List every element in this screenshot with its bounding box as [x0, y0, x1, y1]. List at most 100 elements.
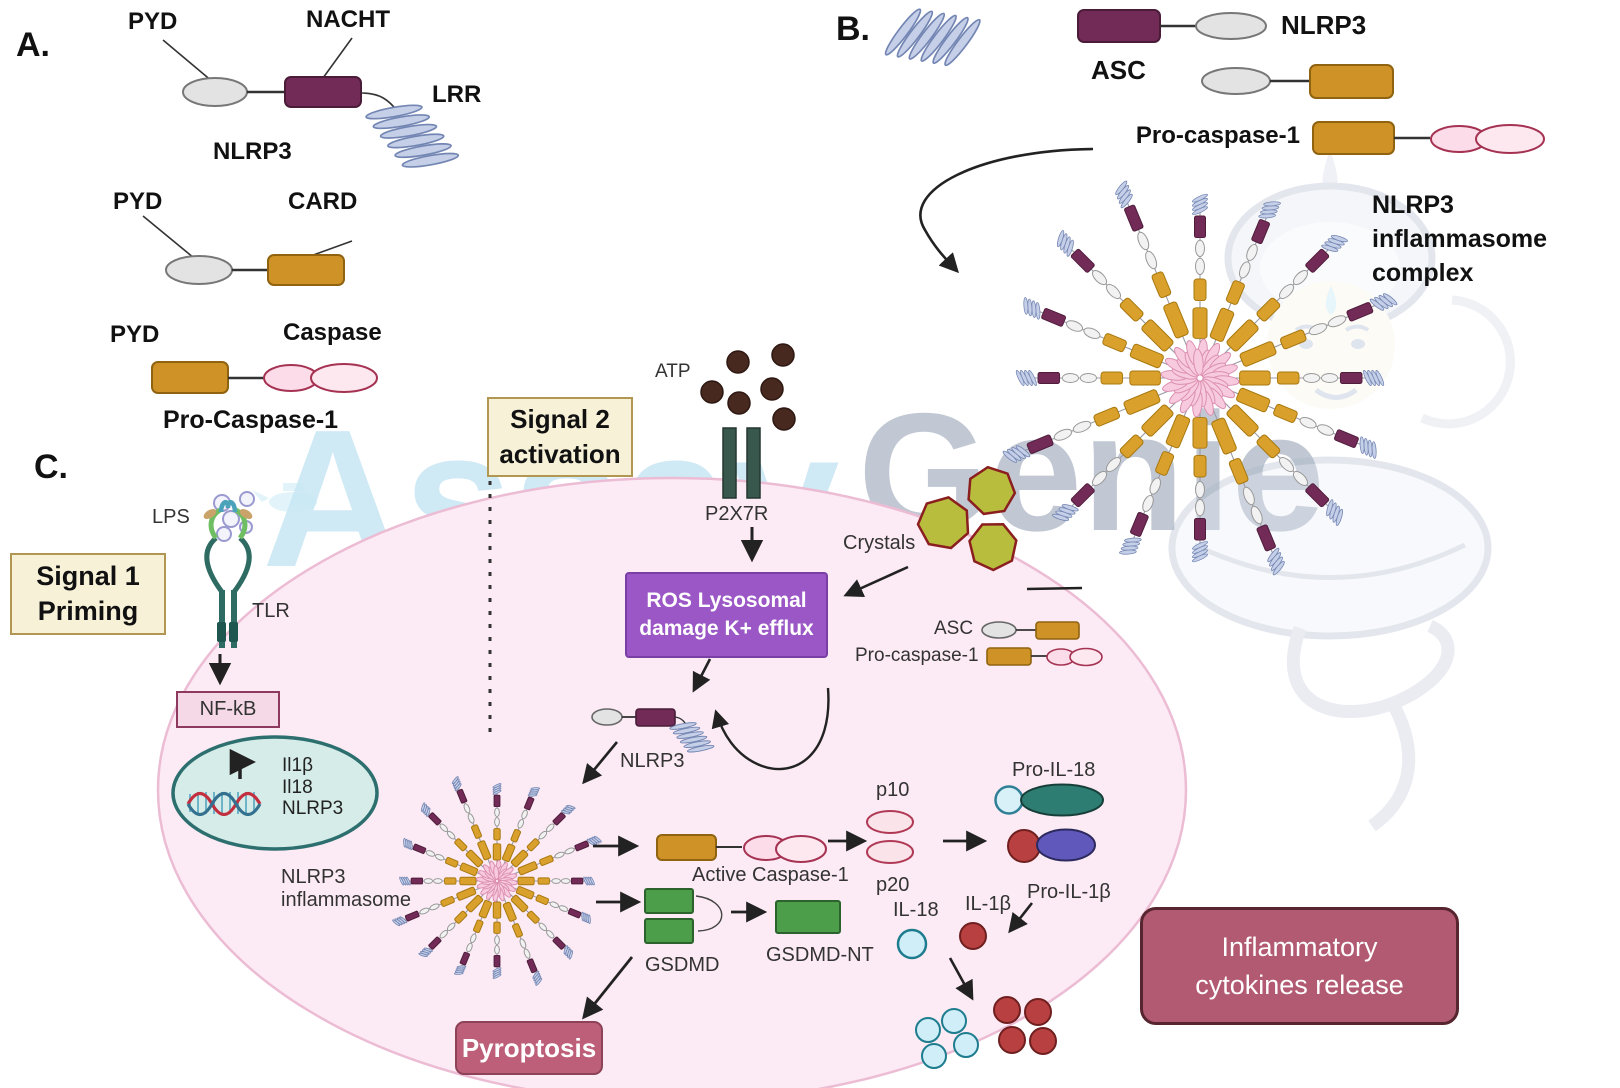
nlrp3-label: NLRP3: [620, 750, 685, 772]
pro-il18-label: Pro-IL-18: [1012, 759, 1096, 781]
inflammasome-line1: NLRP3: [281, 866, 346, 888]
p2x7r-label: P2X7R: [705, 503, 769, 525]
dna-helix-icon: [186, 791, 262, 817]
card-domain-icon: [151, 361, 229, 394]
p20-subunit-icon: [866, 840, 914, 864]
p10-subunit-icon: [866, 810, 914, 834]
nlrp3-label: NLRP3: [1281, 10, 1367, 40]
cytokines-line1: Inflammatory: [1221, 932, 1378, 962]
p10-label: p10: [876, 779, 910, 801]
il1b-label: IL-1β: [965, 893, 1011, 915]
ros-lysosomal-box: ROS Lysosomal damage K+ efflux: [625, 572, 828, 658]
lrr-coil-icon: [884, 8, 981, 67]
components-recruitment-curved-arrow: [711, 687, 830, 771]
pro-caspase1-label: Pro-caspase-1: [855, 645, 979, 666]
complex-line2: inflammasome: [1372, 225, 1548, 253]
gene-list: Il1β Il18 NLRP3: [282, 755, 343, 820]
il18-molecule-icon: [896, 928, 928, 960]
cytokines-line2: cytokines release: [1195, 970, 1404, 1000]
panel-b-label: B.: [836, 10, 870, 48]
nacht-domain-icon: [284, 76, 362, 108]
procaspase1-domain-structure: [151, 361, 378, 394]
nlrp3-inflammasome-complex-star: [1002, 180, 1398, 576]
nlrp3-domain-structure: [162, 37, 460, 168]
pro-il1b-label: Pro-IL-1β: [1027, 881, 1111, 903]
asc-domain-structure: [142, 215, 353, 286]
nlrp3-monomer-molecule: [591, 708, 715, 753]
gsdmd-label: GSDMD: [645, 954, 720, 976]
lrr-coil-icon: [669, 722, 715, 753]
pro-caspase1-label: Pro-Caspase-1: [163, 406, 339, 434]
nlrp3-gene-label: NLRP3: [282, 798, 344, 819]
nfkb-box: NF-kB: [176, 691, 280, 728]
signal1-line1: Signal 1: [36, 561, 140, 591]
panelb-procaspase1-molecule: [1312, 121, 1545, 155]
asc-small-molecule: [981, 621, 1080, 640]
nacht-label: NACHT: [306, 6, 390, 33]
panel-a-label: A.: [16, 26, 50, 64]
crystals-label: Crystals: [843, 532, 916, 554]
pro-il1b-molecule: [1007, 828, 1096, 863]
caspase-domain-icon: [310, 363, 378, 393]
pyd-domain-icon: [165, 255, 233, 285]
cytokine-release-arrow: [948, 957, 974, 1001]
complex-line1: NLRP3: [1372, 191, 1454, 219]
il18-label: IL-18: [893, 899, 939, 921]
p2x7r-receptor-icon: [722, 427, 761, 499]
active-caspase1-molecule: [656, 834, 827, 863]
procaspase1-small-molecule: [986, 647, 1103, 667]
crystals-to-ros-arrow: [843, 565, 909, 598]
caspase-domain-icon: [263, 364, 319, 392]
caspase-label: Caspase: [283, 319, 382, 346]
signal1-line2: Priming: [37, 596, 139, 626]
nlrp3-inflammasome-star: [392, 776, 602, 986]
tlr-receptor-icon: [203, 499, 253, 648]
pyd-label: PYD: [110, 321, 160, 348]
atp-label: ATP: [655, 361, 691, 382]
pyroptosis-box: Pyroptosis: [455, 1021, 603, 1075]
panelb-asc-molecule: [1201, 64, 1394, 99]
genie-lamp-icon: [252, 483, 317, 512]
gsdmd-molecule: [644, 888, 723, 944]
panel-c-label: C.: [34, 448, 68, 486]
transcription-arrow-icon: [229, 748, 256, 779]
p20-label: p20: [876, 874, 910, 896]
pyroptosis-arrow: [582, 956, 634, 1020]
il18-released-cluster: [915, 1008, 979, 1069]
ros-line2: damage K+ efflux: [639, 617, 814, 640]
il18-gene-label: Il18: [282, 776, 313, 798]
il1b-gene-label: Il1β: [282, 755, 313, 776]
signal2-line2: activation: [499, 439, 621, 469]
inflammasome-complex-label: NLRP3 inflammasome complex: [1372, 188, 1547, 290]
pyd-label: PYD: [113, 188, 163, 215]
active-caspase1-label: Active Caspase-1: [692, 864, 849, 886]
assembly-curved-arrow: [919, 147, 1094, 274]
il1b-molecule-icon: [959, 922, 987, 950]
complex-line3: complex: [1372, 259, 1474, 287]
card-label: CARD: [288, 188, 358, 215]
pyd-label: PYD: [128, 8, 178, 35]
il1b-released-cluster: [993, 996, 1057, 1055]
pyd-domain-icon: [182, 77, 248, 107]
gsdmd-nt-molecule: [775, 900, 841, 934]
atp-molecules-icon: [700, 343, 796, 431]
signal2-line1: Signal 2: [510, 404, 610, 434]
ros-to-nlrp3-arrow: [692, 658, 712, 693]
nlrp3-to-inflammasome-arrow: [582, 741, 619, 785]
tlr-label: TLR: [252, 600, 290, 622]
lrr-coil-icon: [365, 104, 460, 168]
asc-label: ASC: [1091, 55, 1146, 85]
asc-label: ASC: [934, 618, 974, 639]
inflammatory-cytokines-box: Inflammatory cytokines release: [1140, 907, 1459, 1025]
gsdmd-nt-label: GSDMD-NT: [766, 944, 874, 966]
panelb-nlrp3-molecule: [884, 8, 1267, 67]
nlrp3-label: NLRP3: [213, 138, 292, 165]
nucleus: [171, 735, 379, 851]
lrr-label: LRR: [432, 81, 482, 108]
lps-label: LPS: [152, 506, 190, 528]
ros-line1: ROS Lysosomal: [646, 589, 807, 612]
cell-membrane: [156, 476, 1188, 1088]
crystals-icon: [916, 465, 1018, 572]
